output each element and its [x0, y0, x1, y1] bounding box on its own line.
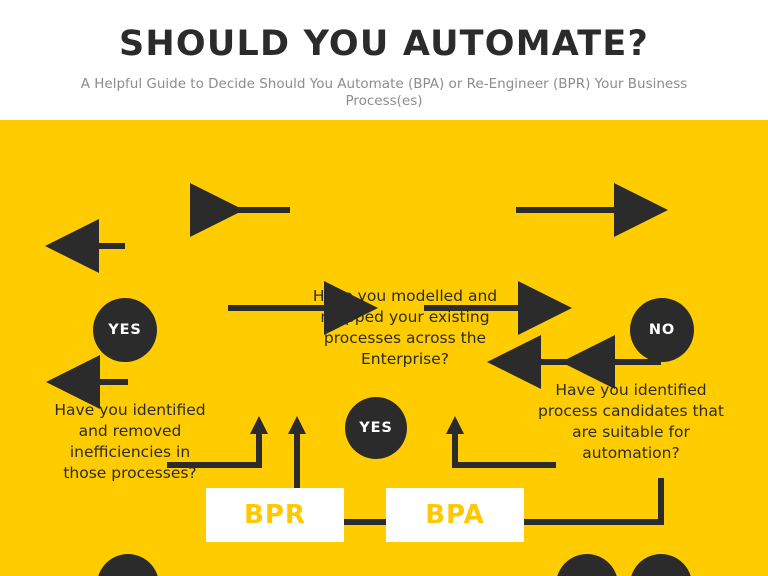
flowchart-canvas: Have you modelled and mapped your existi… [0, 120, 768, 576]
node-no-removed[interactable]: NO [97, 554, 159, 576]
outcome-bpa[interactable]: BPA [386, 488, 524, 542]
page-title: SHOULD YOU AUTOMATE? [118, 24, 649, 64]
header: SHOULD YOU AUTOMATE? A Helpful Guide to … [0, 0, 768, 120]
node-no-candidates[interactable]: NO [630, 554, 692, 576]
node-yes-modelled[interactable]: YES [93, 298, 157, 362]
question-process-candidates: Have you identified process candidates t… [538, 381, 724, 462]
node-yes-candidates[interactable]: YES [556, 554, 618, 576]
outcome-bpr[interactable]: BPR [206, 488, 344, 542]
question-modelled: Have you modelled and mapped your existi… [312, 287, 498, 368]
page-subtitle: A Helpful Guide to Decide Should You Aut… [80, 76, 688, 109]
node-no-modelled[interactable]: NO [630, 298, 694, 362]
question-removed-inefficiencies: Have you identified and removed ineffici… [54, 401, 206, 482]
node-yes-removed[interactable]: YES [345, 397, 407, 459]
